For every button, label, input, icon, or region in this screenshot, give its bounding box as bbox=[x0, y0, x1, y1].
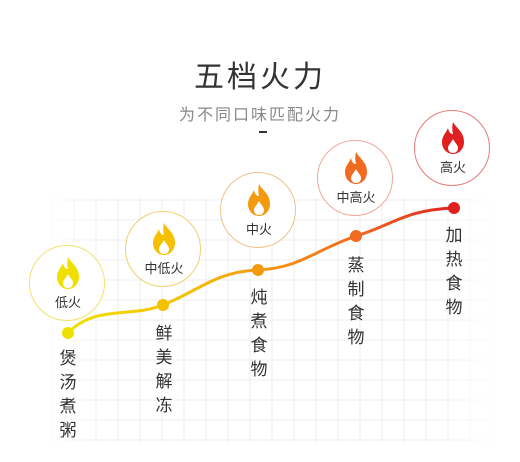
divider bbox=[259, 131, 267, 133]
heat-level-medium: 中火 bbox=[220, 172, 296, 248]
page-subtitle: 为不同口味匹配火力 bbox=[178, 105, 341, 124]
heat-level-label: 低火 bbox=[54, 296, 81, 311]
curve-point-4 bbox=[350, 230, 362, 242]
food-label-high: 加热食物 bbox=[445, 226, 463, 318]
heat-level-label: 中高火 bbox=[336, 191, 376, 206]
food-label-medium-high: 蒸制食物 bbox=[347, 256, 365, 348]
heat-level-label: 中低火 bbox=[144, 262, 184, 277]
heat-level-medium-high: 中高火 bbox=[317, 140, 393, 216]
page-title: 五档火力 bbox=[194, 60, 326, 95]
heat-level-low: 低火 bbox=[29, 245, 105, 321]
food-label-medium: 炖煮食物 bbox=[250, 288, 268, 380]
flame-icon bbox=[57, 257, 79, 289]
food-label-medium-low: 鲜美解冻 bbox=[155, 324, 173, 416]
heat-level-medium-low: 中低火 bbox=[125, 211, 201, 287]
heat-level-label: 高火 bbox=[439, 161, 466, 176]
curve-point-5 bbox=[448, 202, 460, 214]
curve-point-2 bbox=[157, 299, 169, 311]
food-label-low: 煲汤煮粥 bbox=[59, 349, 77, 441]
curve-point-3 bbox=[252, 264, 264, 276]
flame-icon bbox=[153, 223, 175, 255]
heat-level-high: 高火 bbox=[414, 110, 490, 186]
heat-level-label: 中火 bbox=[245, 223, 272, 238]
curve-point-1 bbox=[62, 327, 74, 339]
flame-icon bbox=[442, 122, 464, 154]
flame-icon bbox=[345, 152, 367, 184]
flame-icon bbox=[248, 184, 270, 216]
